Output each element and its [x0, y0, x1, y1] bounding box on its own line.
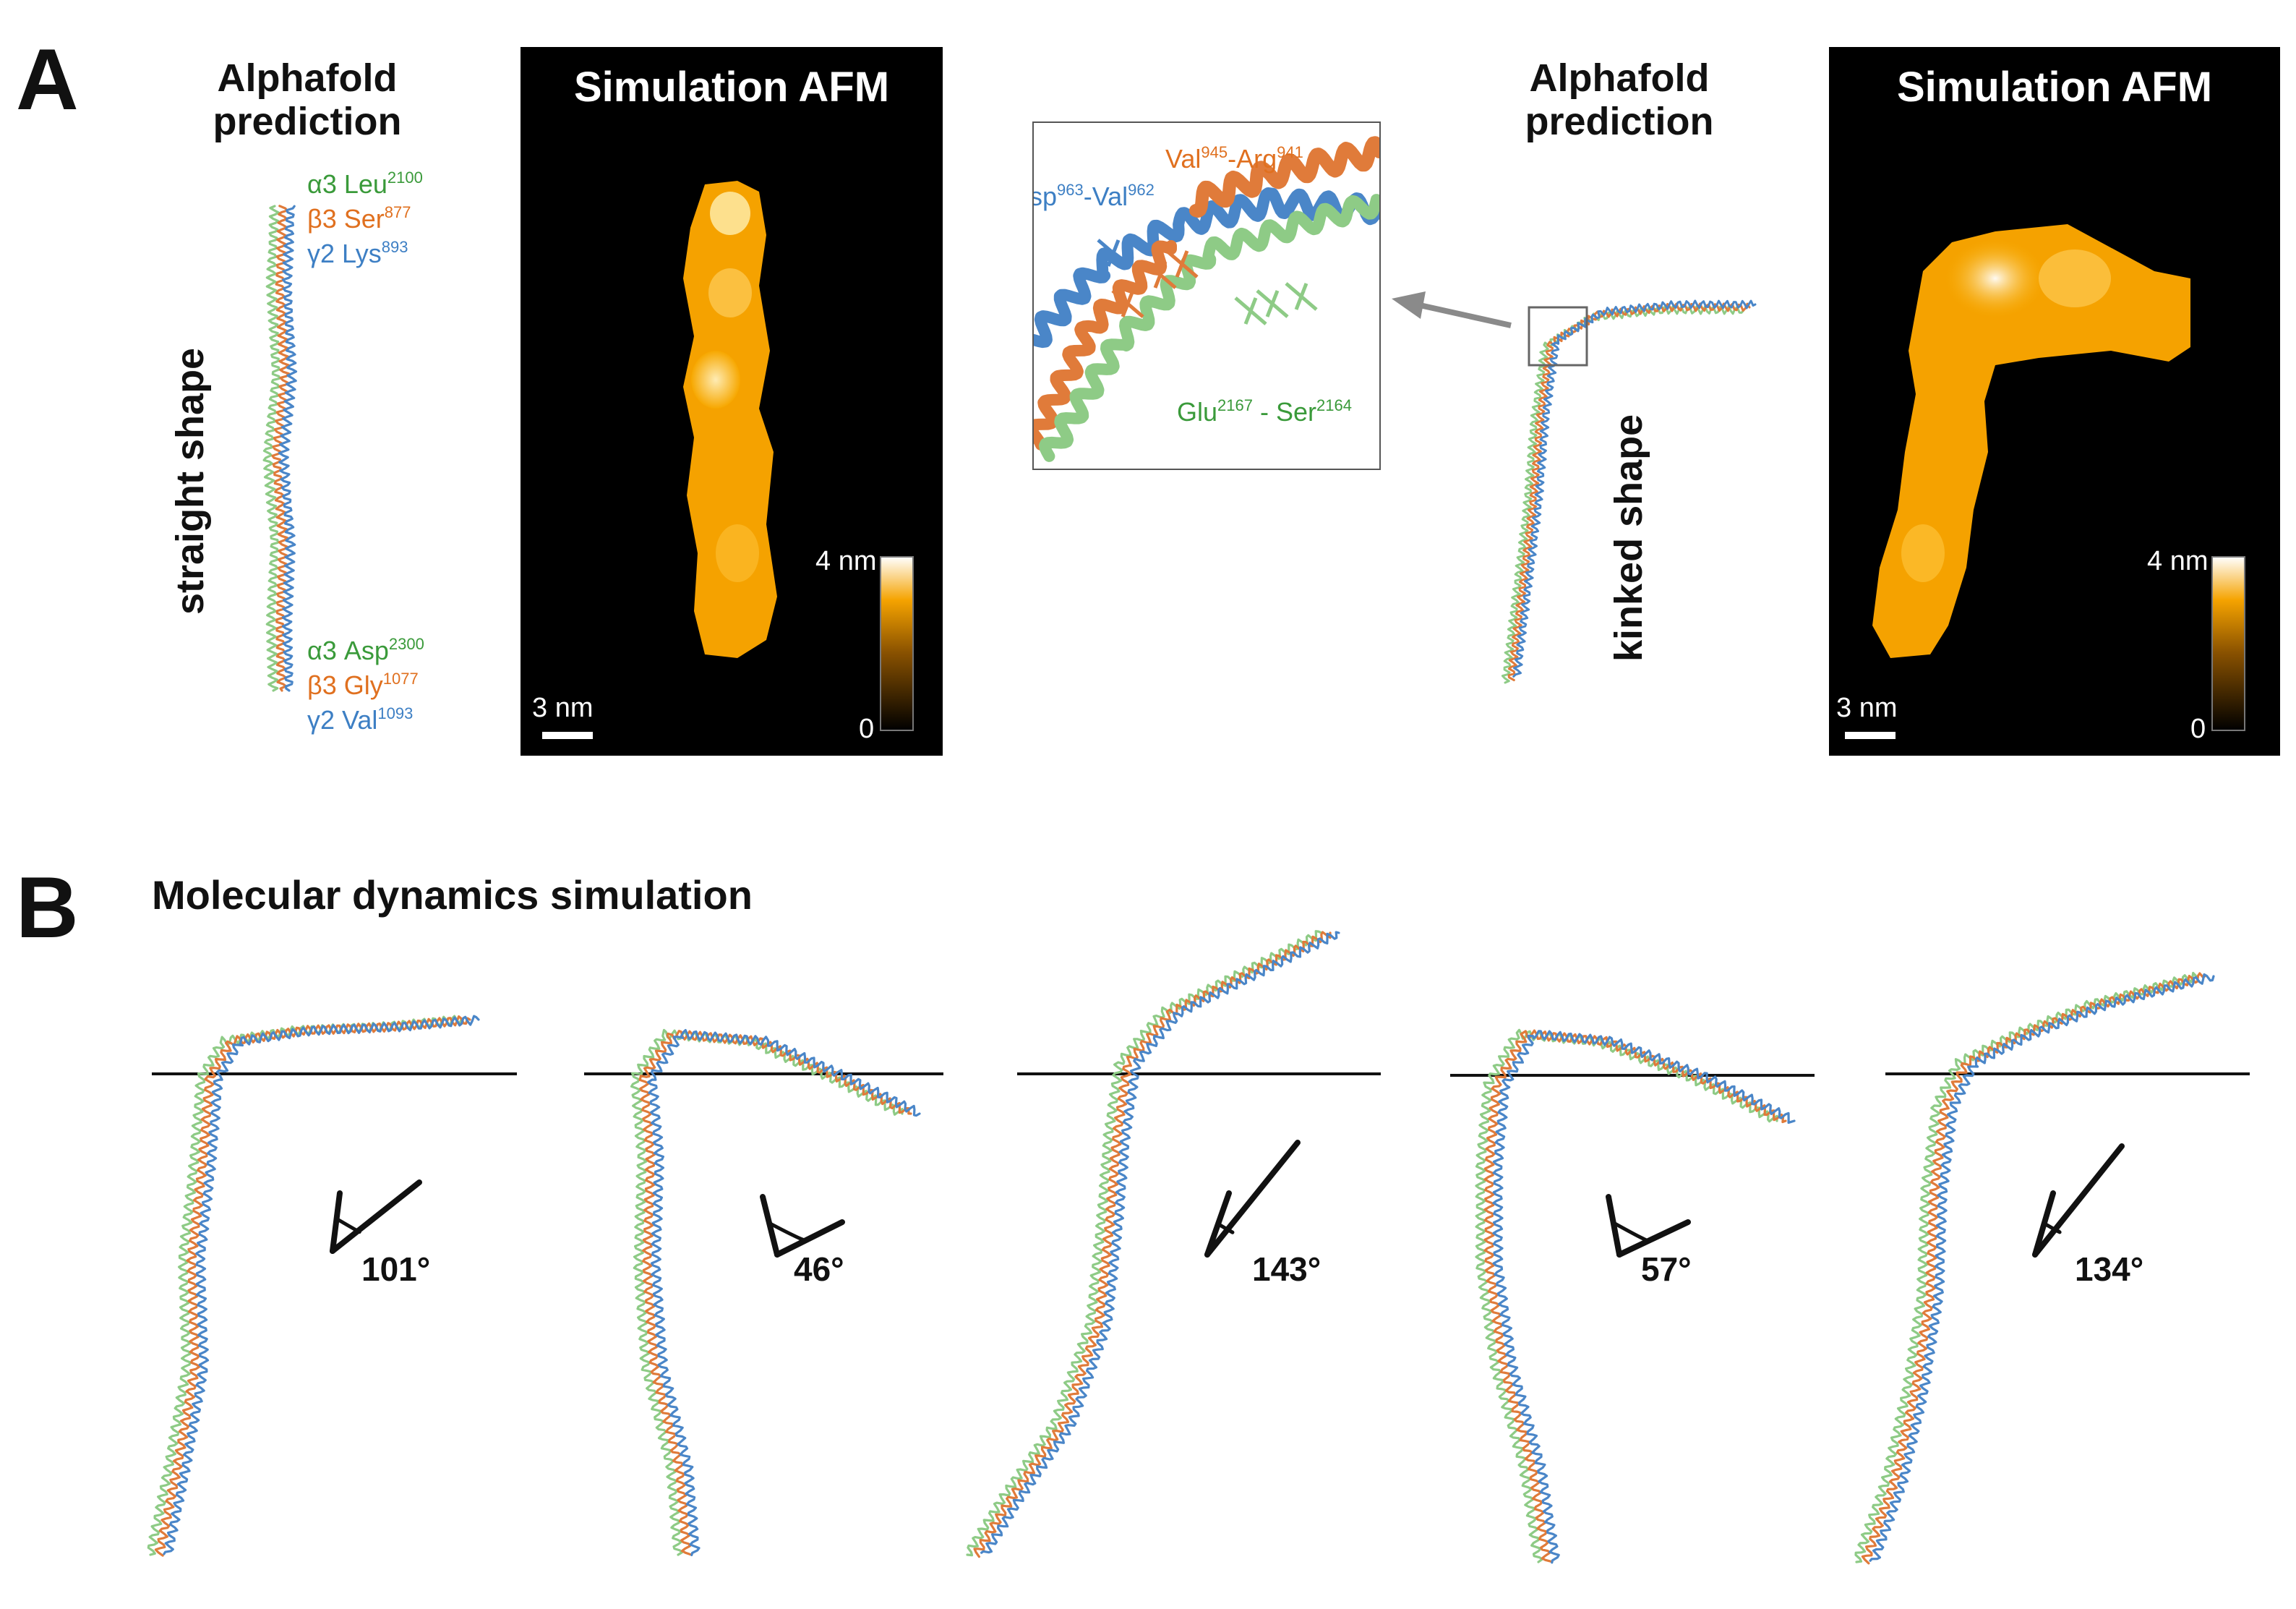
inset-label-asp-val: Asp963-Val962	[1034, 181, 1155, 211]
panel-b-title: Molecular dynamics simulation	[152, 872, 753, 918]
colorbar-max-right: 4 nm	[2147, 546, 2209, 576]
colorbar-left	[881, 557, 913, 730]
scalebar-left	[542, 732, 593, 739]
afm-title-right: Simulation AFM	[1896, 63, 2213, 111]
straight-shape-label: straight shape	[168, 347, 212, 615]
label-gamma2-bottom: γ2 Val1093	[307, 704, 414, 735]
label-alpha3-top: α3 Leu2100	[307, 168, 423, 199]
scalebar-right	[1845, 732, 1896, 739]
top-residue-labels: α3 Leu2100 β3 Ser877 γ2 Lys893	[307, 170, 423, 267]
straight-helix-structure	[262, 205, 298, 692]
bottom-residue-labels: α3 Asp2300 β3 Gly1077 γ2 Val1093	[307, 636, 424, 733]
angle-label-2: 46°	[794, 1250, 844, 1288]
label-beta3-top: β3 Ser877	[307, 203, 411, 234]
label-gamma2-top: γ2 Lys893	[307, 238, 408, 268]
inset-label-glu-ser: Glu2167 - Ser2164	[1177, 396, 1352, 427]
scalebar-label-right: 3 nm	[1836, 693, 1898, 723]
label-beta3-bottom: β3 Gly1077	[307, 670, 419, 700]
afm-image-kinked: Simulation AFM 4 nm 0 3 nm	[1829, 47, 2280, 756]
angle-label-1: 101°	[361, 1250, 431, 1288]
angle-label-3: 143°	[1252, 1250, 1322, 1288]
angle-label-5: 134°	[2075, 1250, 2144, 1288]
afm-image-straight: Simulation AFM 4 nm 0 3 nm	[521, 47, 943, 756]
arrow-to-inset	[1392, 291, 1512, 328]
alphafold-heading-left: Alphafold prediction	[213, 56, 402, 144]
label-alpha3-bottom: α3 Asp2300	[307, 635, 424, 665]
md-snapshots	[147, 930, 2250, 1565]
inset-zoom: Asp963-Val962 Val945-Arg941 Glu2167 - Se…	[1032, 121, 1381, 470]
angle-label-4: 57°	[1641, 1250, 1692, 1288]
inset-label-val-arg: Val945-Arg941	[1165, 143, 1303, 174]
scalebar-label-left: 3 nm	[532, 693, 594, 723]
colorbar-min-left: 0	[859, 714, 875, 744]
afm-molecule-straight	[683, 181, 777, 658]
kinked-shape-label: kinked shape	[1607, 414, 1650, 662]
zoom-box	[1528, 306, 1588, 367]
colorbar-right	[2212, 557, 2245, 730]
alphafold-heading-right: Alphafold prediction	[1525, 56, 1714, 144]
panel-b-label: B	[16, 859, 79, 956]
afm-title-left: Simulation AFM	[573, 63, 890, 111]
colorbar-min-right: 0	[2190, 714, 2206, 744]
colorbar-max-left: 4 nm	[815, 546, 877, 576]
afm-molecule-kinked	[1872, 224, 2190, 658]
panel-a-label: A	[16, 31, 79, 128]
kinked-helix-structure	[1501, 299, 1757, 684]
